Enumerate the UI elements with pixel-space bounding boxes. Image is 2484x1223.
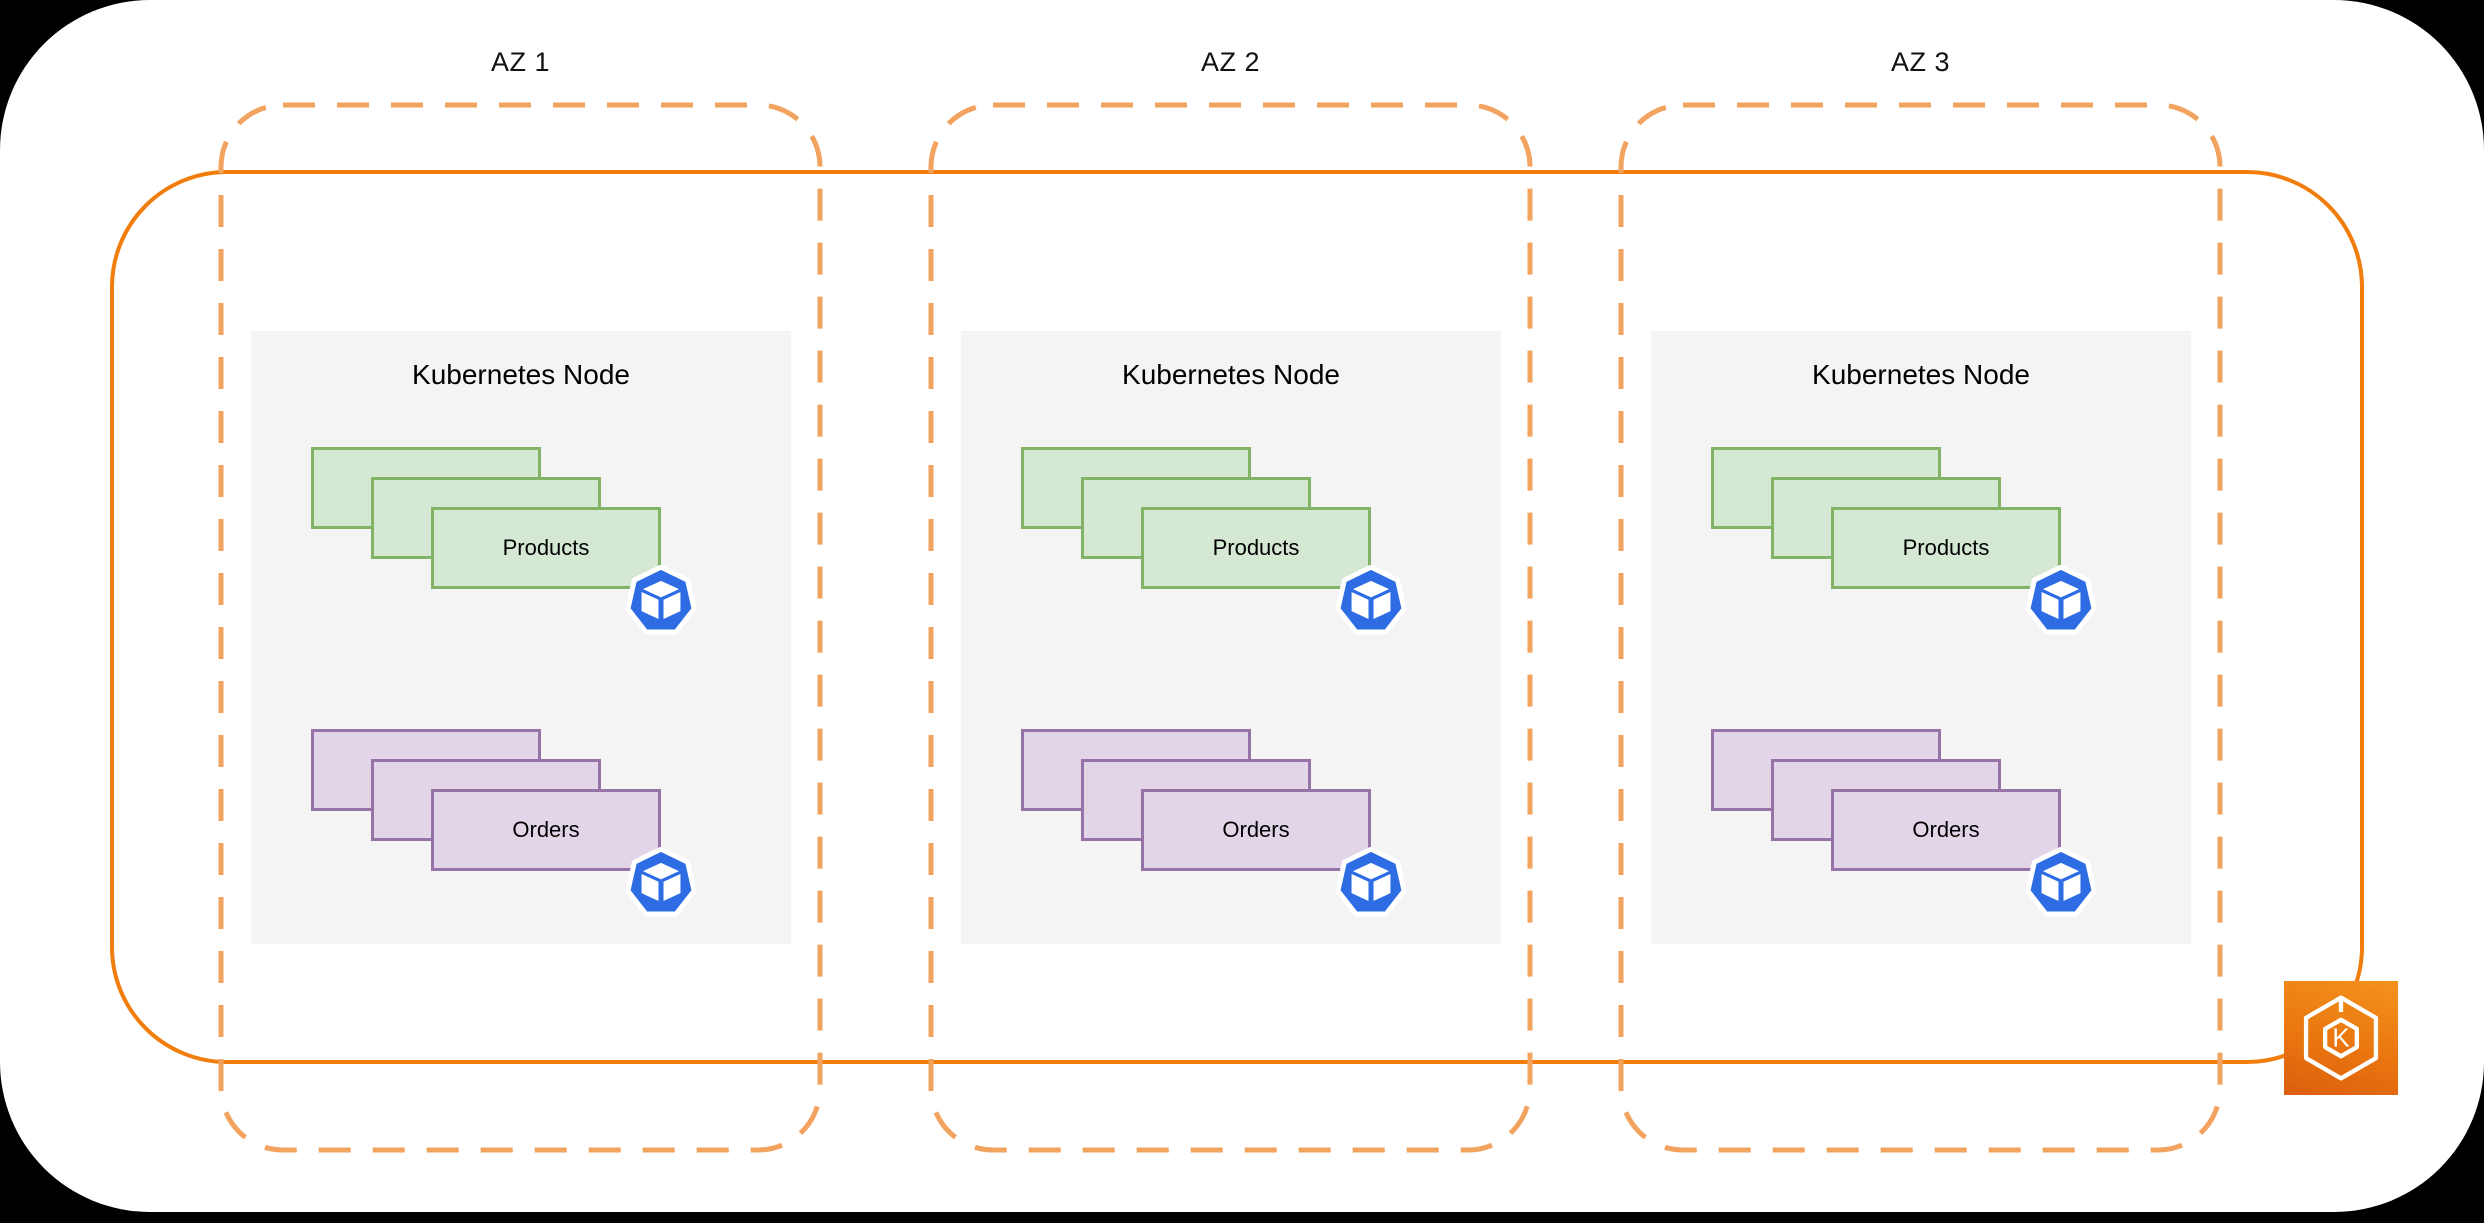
- pod-replica: Products: [431, 507, 661, 589]
- kubernetes-pod-icon: [2025, 565, 2097, 635]
- kubernetes-pod-icon: [625, 565, 697, 635]
- pod-stack-products: Products: [1711, 447, 2097, 635]
- eks-letter: K: [2332, 1025, 2349, 1053]
- eks-logo: K: [2303, 995, 2379, 1081]
- kubernetes-node: Kubernetes Node Products Orders: [1651, 331, 2191, 944]
- pod-stack-orders: Orders: [1021, 729, 1407, 917]
- pod-stack-products: Products: [1021, 447, 1407, 635]
- az-label: AZ 3: [1890, 47, 1951, 77]
- node-title: Kubernetes Node: [412, 359, 630, 390]
- node-title: Kubernetes Node: [1812, 359, 2030, 390]
- az-label: AZ 2: [1200, 47, 1261, 77]
- pod-stack-orders: Orders: [1711, 729, 2097, 917]
- az3-boundary: [1618, 102, 2223, 1153]
- az-label: AZ 1: [490, 47, 551, 77]
- kubernetes-pod-icon: [1335, 847, 1407, 917]
- pod-replica: Products: [1141, 507, 1371, 589]
- pod-label: Orders: [1222, 817, 1290, 842]
- pod-stack-orders: Orders: [311, 729, 697, 917]
- node-title: Kubernetes Node: [1122, 359, 1340, 390]
- az2-boundary: [928, 102, 1533, 1153]
- az1-boundary: [218, 102, 823, 1153]
- kubernetes-pod-icon: [1335, 565, 1407, 635]
- pod-replica: Products: [1831, 507, 2061, 589]
- pod-stack-products: Products: [311, 447, 697, 635]
- kubernetes-node: Kubernetes Node Products Orders: [251, 331, 791, 944]
- pod-label: Products: [502, 535, 590, 560]
- az-column-1: AZ 1 Kubernetes Node Products: [221, 47, 820, 1150]
- az-column-2: AZ 2 Kubernetes Node Products: [931, 47, 1530, 1150]
- eks-cluster-boundary: [110, 170, 2364, 1064]
- pod-replica: Orders: [431, 789, 661, 871]
- pod-replica: Orders: [1831, 789, 2061, 871]
- kubernetes-pod-icon: [2025, 847, 2097, 917]
- pod-replica: Orders: [1141, 789, 1371, 871]
- az-column-3: AZ 3 Kubernetes Node Products: [1621, 47, 2220, 1150]
- pod-label: Products: [1212, 535, 1300, 560]
- pod-label: Orders: [1912, 817, 1980, 842]
- kubernetes-pod-icon: [625, 847, 697, 917]
- pod-label: Orders: [512, 817, 580, 842]
- kubernetes-node: Kubernetes Node Products Orders: [961, 331, 1501, 944]
- pod-label: Products: [1902, 535, 1990, 560]
- eks-icon: K: [2284, 981, 2398, 1095]
